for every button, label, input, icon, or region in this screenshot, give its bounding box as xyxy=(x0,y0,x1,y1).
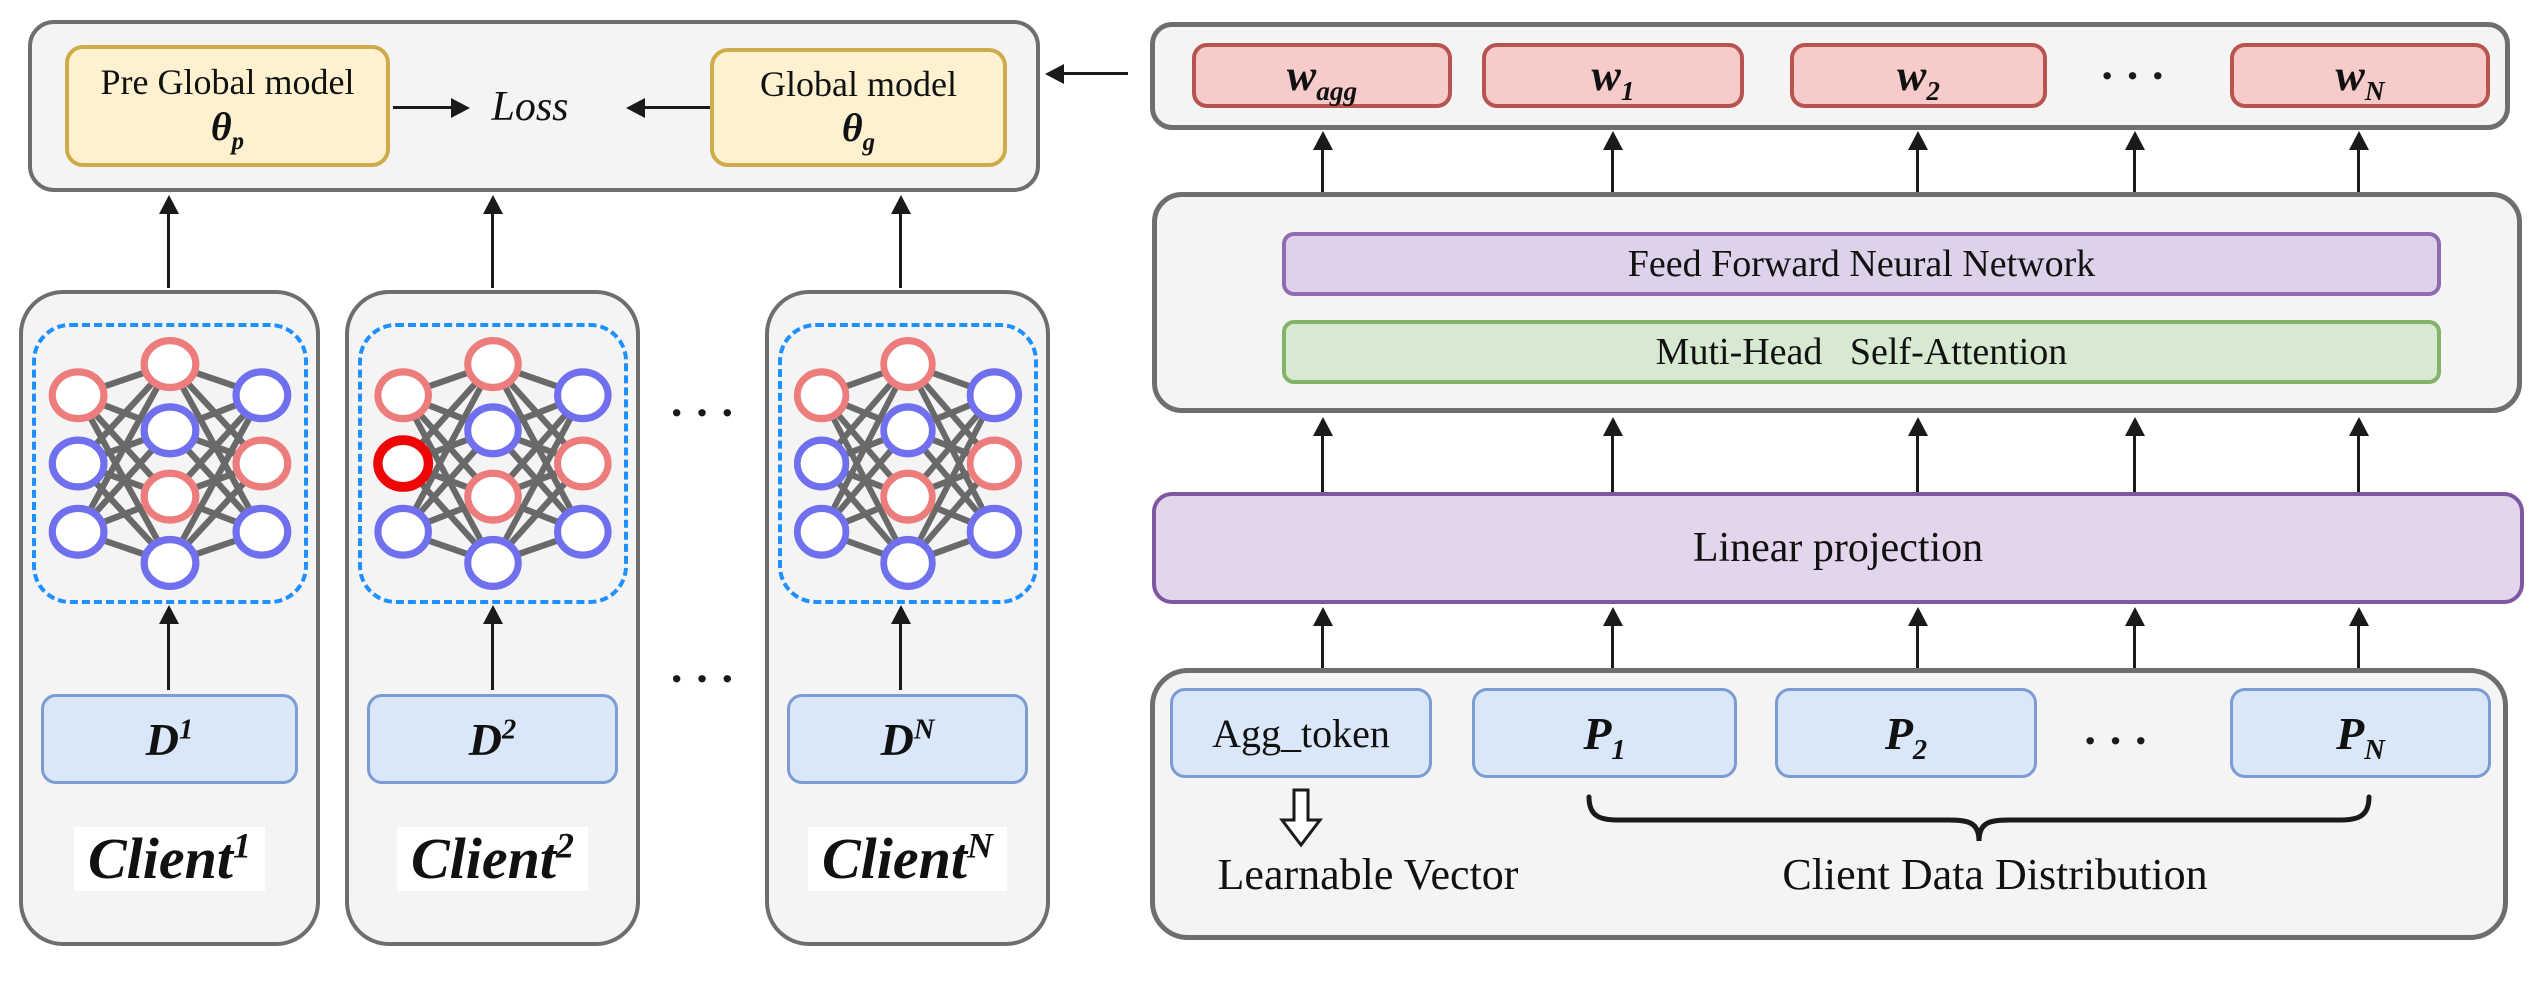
linear-projection-label: Linear projection xyxy=(1692,525,1984,571)
arrow-transformer-to-w1 xyxy=(1602,131,1623,192)
client1-dataset-label: D1 xyxy=(145,713,194,765)
client2-dataset-box: D2 xyxy=(367,694,618,784)
arrow-pre-global-to-loss xyxy=(393,97,470,118)
arrow-input-to-linear-2 xyxy=(1602,607,1623,668)
arrow-transformer-to-w2 xyxy=(1907,131,1928,192)
pre-global-model-label: Pre Global model θp xyxy=(100,62,355,155)
pre-global-model-symbol: θp xyxy=(210,103,245,155)
arrow-input-to-linear-3 xyxy=(1907,607,1928,668)
agg-token-box: Agg_token xyxy=(1170,688,1432,778)
p1-label: P1 xyxy=(1583,707,1626,766)
arrow-linear-to-transformer-4 xyxy=(2124,417,2145,492)
clientN-dataset-label: DN xyxy=(880,713,935,765)
clientN-label: ClientN xyxy=(765,826,1050,892)
w2-label: w2 xyxy=(1897,51,1940,106)
global-model-title: Global model xyxy=(760,63,957,104)
patch-group-brace xyxy=(1586,794,2372,842)
clients-ellipsis-upper: ··· xyxy=(668,386,746,438)
client2-dataset-label: D2 xyxy=(468,713,517,765)
wN-label: wN xyxy=(2335,51,2385,106)
client-data-distribution-label: Client Data Distribution xyxy=(1782,849,2208,899)
weight-row-ellipsis: ··· xyxy=(2099,49,2176,101)
p2-label: P2 xyxy=(1884,707,1928,766)
client2-label: Client2 xyxy=(345,826,640,892)
arrow-d1-to-network xyxy=(158,605,179,690)
arrow-transformer-to-wdots xyxy=(2124,131,2145,192)
arrow-linear-to-transformer-3 xyxy=(1907,417,1928,492)
arrow-clientN-to-panel xyxy=(890,195,911,288)
feed-forward-box: Feed Forward Neural Network xyxy=(1282,232,2441,296)
input-row-ellipsis: ··· xyxy=(2082,714,2159,766)
clientN-neural-network xyxy=(793,336,1023,591)
self-attention-box: Muti-Head Self-Attention xyxy=(1282,320,2441,384)
w1-box: w1 xyxy=(1482,43,1744,108)
global-model-box: Global model θg xyxy=(710,48,1007,167)
p2-box: P2 xyxy=(1775,688,2037,778)
arrow-client1-to-panel xyxy=(158,195,179,288)
client1-label: Client1 xyxy=(19,826,320,892)
clientN-dataset-box: DN xyxy=(787,694,1028,784)
p1-box: P1 xyxy=(1472,688,1737,778)
global-model-label: Global model θg xyxy=(760,63,957,157)
arrow-input-to-linear-4 xyxy=(2124,607,2145,668)
pN-label: PN xyxy=(2336,707,2385,766)
clients-ellipsis-lower: ··· xyxy=(668,652,746,704)
arrow-global-to-loss xyxy=(626,97,710,118)
w-agg-box: wagg xyxy=(1192,43,1452,108)
client1-dataset-box: D1 xyxy=(41,694,298,784)
pre-global-model-box: Pre Global model θp xyxy=(65,45,390,167)
agg-token-label: Agg_token xyxy=(1212,710,1390,756)
feed-forward-label: Feed Forward Neural Network xyxy=(1627,243,2096,285)
client1-neural-network xyxy=(48,336,292,591)
w2-box: w2 xyxy=(1790,43,2047,108)
arrow-d2-to-network xyxy=(482,605,503,690)
clientN-network-frame xyxy=(778,323,1038,604)
arrow-input-to-linear-1 xyxy=(1312,607,1333,668)
loss-label: Loss xyxy=(491,84,569,130)
client2-neural-network xyxy=(373,336,612,591)
w-agg-label: wagg xyxy=(1286,51,1358,106)
arrow-linear-to-transformer-2 xyxy=(1602,417,1623,492)
arrow-linear-to-transformer-1 xyxy=(1312,417,1333,492)
arrow-client2-to-panel xyxy=(482,195,503,288)
arrow-wagg-to-global-panel xyxy=(1045,63,1128,84)
client1-network-frame xyxy=(32,323,308,604)
arrow-input-to-linear-5 xyxy=(2348,607,2369,668)
global-model-symbol: θg xyxy=(841,105,876,157)
agg-token-hollow-arrow-icon xyxy=(1279,788,1323,848)
pN-box: PN xyxy=(2230,688,2491,778)
arrow-linear-to-transformer-5 xyxy=(2348,417,2369,492)
arrow-transformer-to-wagg xyxy=(1312,131,1333,192)
arrow-transformer-to-wN xyxy=(2348,131,2369,192)
client2-network-frame xyxy=(358,323,628,604)
pre-global-model-title: Pre Global model xyxy=(100,62,355,103)
learnable-vector-label: Learnable Vector xyxy=(1217,849,1519,899)
linear-projection-box: Linear projection xyxy=(1152,492,2524,604)
self-attention-label: Muti-Head Self-Attention xyxy=(1655,331,2068,373)
wN-box: wN xyxy=(2230,43,2490,108)
arrow-dN-to-network xyxy=(890,605,911,690)
w1-label: w1 xyxy=(1591,51,1635,106)
